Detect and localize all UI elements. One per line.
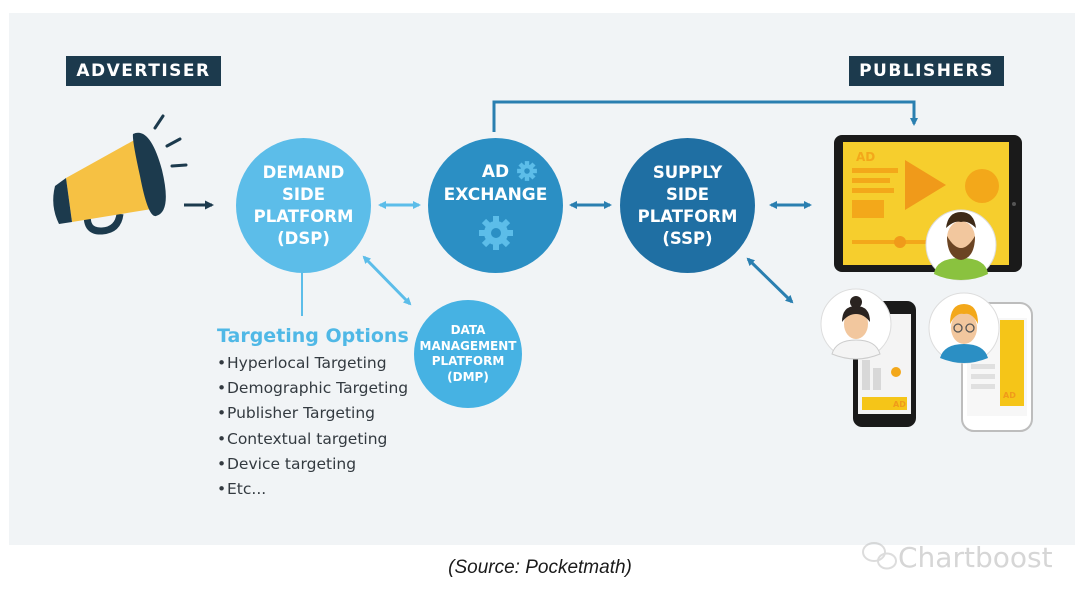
ssp-line-2: SIDE (666, 184, 709, 204)
gear-icon (517, 161, 537, 181)
arrow-exchange-to-publishers (492, 100, 918, 132)
wechat-icon (862, 542, 897, 570)
watermark-text: Chartboost (898, 540, 1053, 574)
dmp-line-4: (DMP) (447, 369, 489, 384)
targeting-options: Targeting Options •Hyperlocal Targeting … (217, 323, 447, 502)
dsp-node: DEMAND SIDE PLATFORM (DSP) (236, 138, 371, 273)
ssp-line-1: SUPPLY (652, 162, 723, 182)
source-caption: (Source: Pocketmath) (448, 557, 632, 578)
megaphone-icon (53, 114, 188, 235)
ad-exchange-line-2: EXCHANGE (443, 185, 548, 205)
dsp-line-4: (DSP) (277, 228, 330, 248)
dsp-line-2: SIDE (282, 184, 325, 204)
list-item: •Demographic Targeting (217, 379, 409, 398)
ad-exchange-node: AD EXCHANGE (428, 138, 563, 273)
dmp-line-3: PLATFORM (431, 354, 505, 368)
dmp-line-2: MANAGEMENT (419, 338, 517, 353)
publishers-label: PUBLISHERS (849, 56, 1004, 86)
targeting-item-label: Demographic Targeting (227, 379, 409, 398)
phone-ad-label-2: AD (1003, 391, 1016, 400)
watermark: Chartboost (858, 537, 1053, 577)
targeting-item-label: Hyperlocal Targeting (227, 354, 387, 372)
dsp-line-1: DEMAND (262, 162, 345, 182)
targeting-list: •Hyperlocal Targeting •Demographic Targe… (217, 351, 447, 502)
ssp-line-4: (SSP) (662, 228, 713, 248)
dmp-node: DATA MANAGEMENT PLATFORM (DMP) (414, 300, 522, 408)
phone-ad-label-1: AD (893, 400, 906, 409)
targeting-item-label: Publisher Targeting (227, 404, 376, 423)
targeting-item-label: Device targeting (227, 454, 357, 473)
ssp-node: SUPPLY SIDE PLATFORM (SSP) (620, 138, 755, 273)
list-item: •Contextual targeting (217, 429, 388, 448)
person-avatar-icon (928, 292, 1000, 364)
ad-exchange-line-1: AD (481, 162, 510, 182)
list-item: •Publisher Targeting (217, 404, 376, 423)
arrow-dsp-dmp (362, 255, 412, 306)
tablet-ad-label: AD (856, 150, 876, 164)
targeting-item-label: Etc... (227, 480, 267, 499)
targeting-item-label: Contextual targeting (227, 429, 388, 448)
dmp-line-1: DATA (450, 323, 486, 337)
person-avatar-icon (925, 209, 997, 281)
advertiser-label: ADVERTISER (66, 56, 221, 86)
dsp-line-3: PLATFORM (253, 206, 354, 226)
list-item: •Hyperlocal Targeting (217, 354, 387, 372)
list-item: •Device targeting (217, 454, 357, 473)
ssp-line-3: PLATFORM (637, 206, 738, 226)
arrow-ssp-mobile (746, 257, 794, 304)
person-avatar-icon (820, 288, 892, 360)
targeting-title: Targeting Options (217, 325, 409, 347)
list-item: •Etc... (217, 480, 267, 499)
gear-icon (478, 216, 513, 250)
